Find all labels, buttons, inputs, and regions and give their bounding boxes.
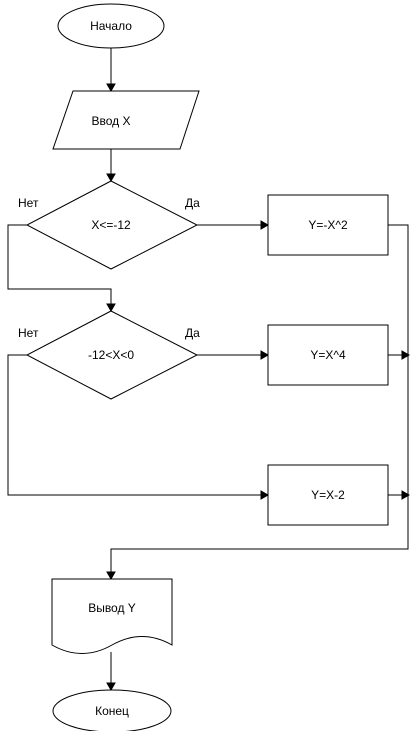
- process-3-label: Y=X-2: [311, 488, 345, 502]
- start-label: Начало: [90, 19, 132, 33]
- process-node-3: Y=X-2: [267, 464, 389, 526]
- decision-2-condition: -12<X<0: [88, 348, 134, 362]
- decision-node-1: X<=-12 Нет Да: [18, 180, 200, 270]
- connector-decision1-yes: [197, 220, 270, 230]
- connector-start-to-input: [106, 48, 116, 93]
- decision-1-yes-label: Да: [185, 196, 200, 210]
- end-label: Конец: [95, 704, 129, 718]
- process-1-label: Y=-X^2: [308, 218, 348, 232]
- decision-1-no-label: Нет: [18, 196, 39, 210]
- connector-decision2-no: [7, 354, 270, 500]
- process-node-1: Y=-X^2: [267, 194, 389, 256]
- end-node: Конец: [52, 689, 172, 731]
- output-node: Вывод Y: [51, 578, 173, 654]
- connector-decision1-no: [7, 224, 116, 313]
- connector-process3-to-merge: [388, 490, 411, 500]
- input-node: Ввод X: [52, 90, 200, 150]
- process-2-label: Y=X^4: [310, 348, 346, 362]
- decision-1-condition: X<=-12: [91, 218, 131, 232]
- connector-merge-line: [106, 224, 409, 581]
- decision-node-2: -12<X<0 Нет Да: [18, 310, 200, 400]
- process-node-2: Y=X^4: [267, 324, 389, 386]
- connector-input-to-decision1: [106, 149, 116, 183]
- connector-decision2-yes: [197, 350, 270, 360]
- connector-process2-to-merge: [388, 350, 411, 360]
- output-label: Вывод Y: [88, 601, 136, 615]
- decision-2-yes-label: Да: [185, 326, 200, 340]
- decision-2-no-label: Нет: [18, 326, 39, 340]
- start-node: Начало: [57, 3, 165, 49]
- input-label: Ввод X: [92, 114, 131, 128]
- connector-output-to-end: [106, 652, 116, 692]
